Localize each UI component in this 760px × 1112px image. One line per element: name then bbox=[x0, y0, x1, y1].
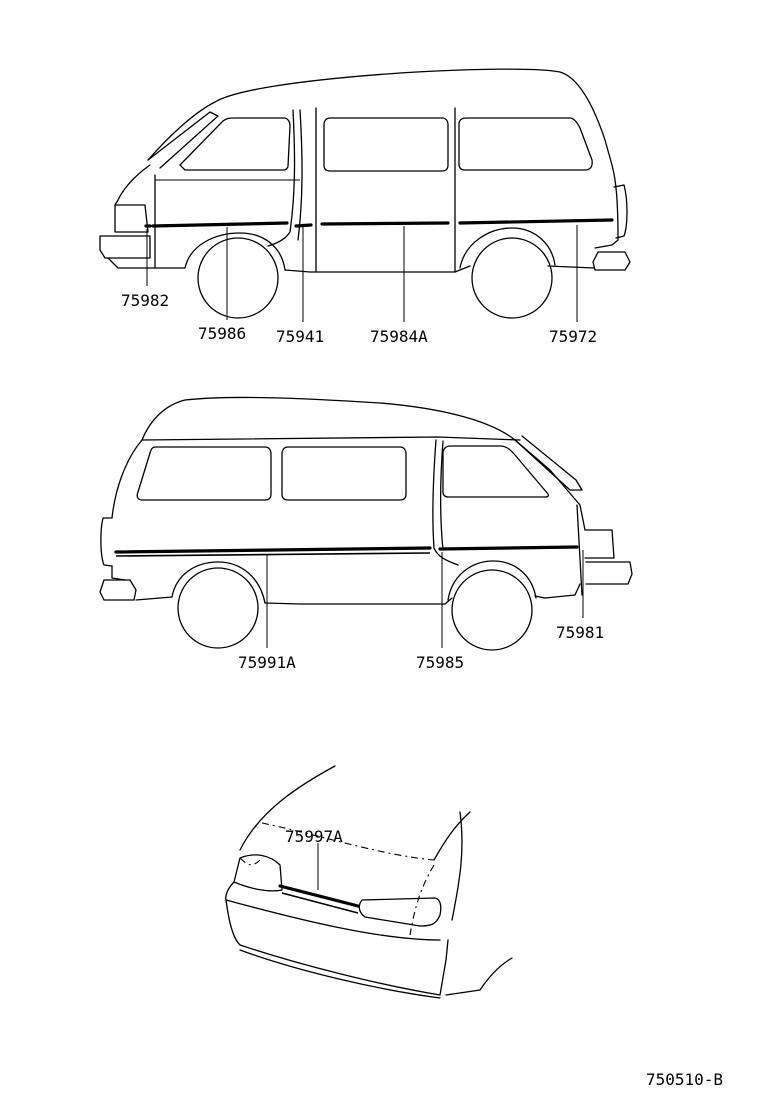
part-label-75981: 75981 bbox=[556, 623, 604, 642]
part-label-75982: 75982 bbox=[121, 291, 169, 310]
part-label-75997A: 75997A bbox=[285, 827, 343, 846]
part-label-75941: 75941 bbox=[276, 327, 324, 346]
front-bumper-detail-view bbox=[225, 765, 513, 999]
leader-lines bbox=[146, 225, 584, 890]
van-left-side-view bbox=[99, 68, 631, 319]
part-label-75985: 75985 bbox=[416, 653, 464, 672]
diagram-code: 750510-B bbox=[646, 1070, 723, 1089]
part-label-75986: 75986 bbox=[198, 324, 246, 343]
part-label-75984A: 75984A bbox=[370, 327, 428, 346]
part-label-75972: 75972 bbox=[549, 327, 597, 346]
part-label-75991A: 75991A bbox=[238, 653, 296, 672]
van-right-side-view bbox=[99, 396, 633, 651]
